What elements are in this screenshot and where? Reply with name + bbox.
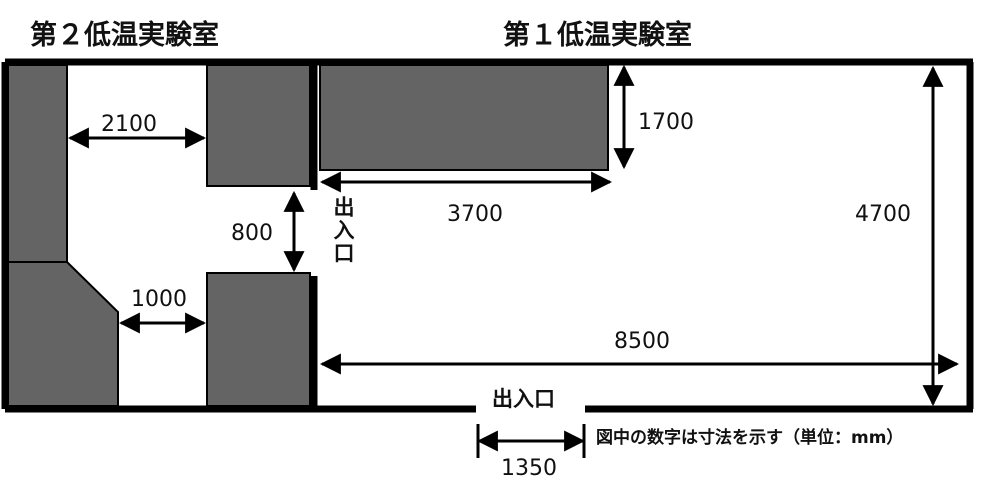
dim-label-1350: 1350 [501, 456, 557, 481]
dimension-arrows [67, 64, 960, 452]
room1-title: 第１低温実験室 [503, 19, 692, 51]
fixture-center-upper [206, 64, 311, 187]
dim-label-1000: 1000 [131, 287, 187, 312]
dim-label-1700: 1700 [638, 110, 694, 135]
units-note: 図中の数字は寸法を示す（単位：mm） [596, 427, 903, 448]
fixture-left-lower [7, 261, 119, 407]
door-width-ticks [476, 424, 586, 458]
side-door-label: 出入口 [331, 196, 355, 265]
dim-label-800: 800 [231, 221, 273, 246]
bottom-door-label: 出入口 [492, 387, 555, 411]
fixture-center-lower [206, 272, 311, 407]
dim-label-4700: 4700 [855, 202, 911, 227]
fixture-left-upper [7, 64, 68, 263]
dim-label-3700: 3700 [447, 202, 503, 227]
fixtures [7, 64, 609, 407]
dim-label-2100: 2100 [101, 112, 157, 137]
dim-label-8500: 8500 [614, 329, 670, 354]
room2-title: 第２低温実験室 [30, 19, 219, 51]
outer-walls [1, 58, 974, 413]
fixture-room1-bench [319, 64, 609, 171]
